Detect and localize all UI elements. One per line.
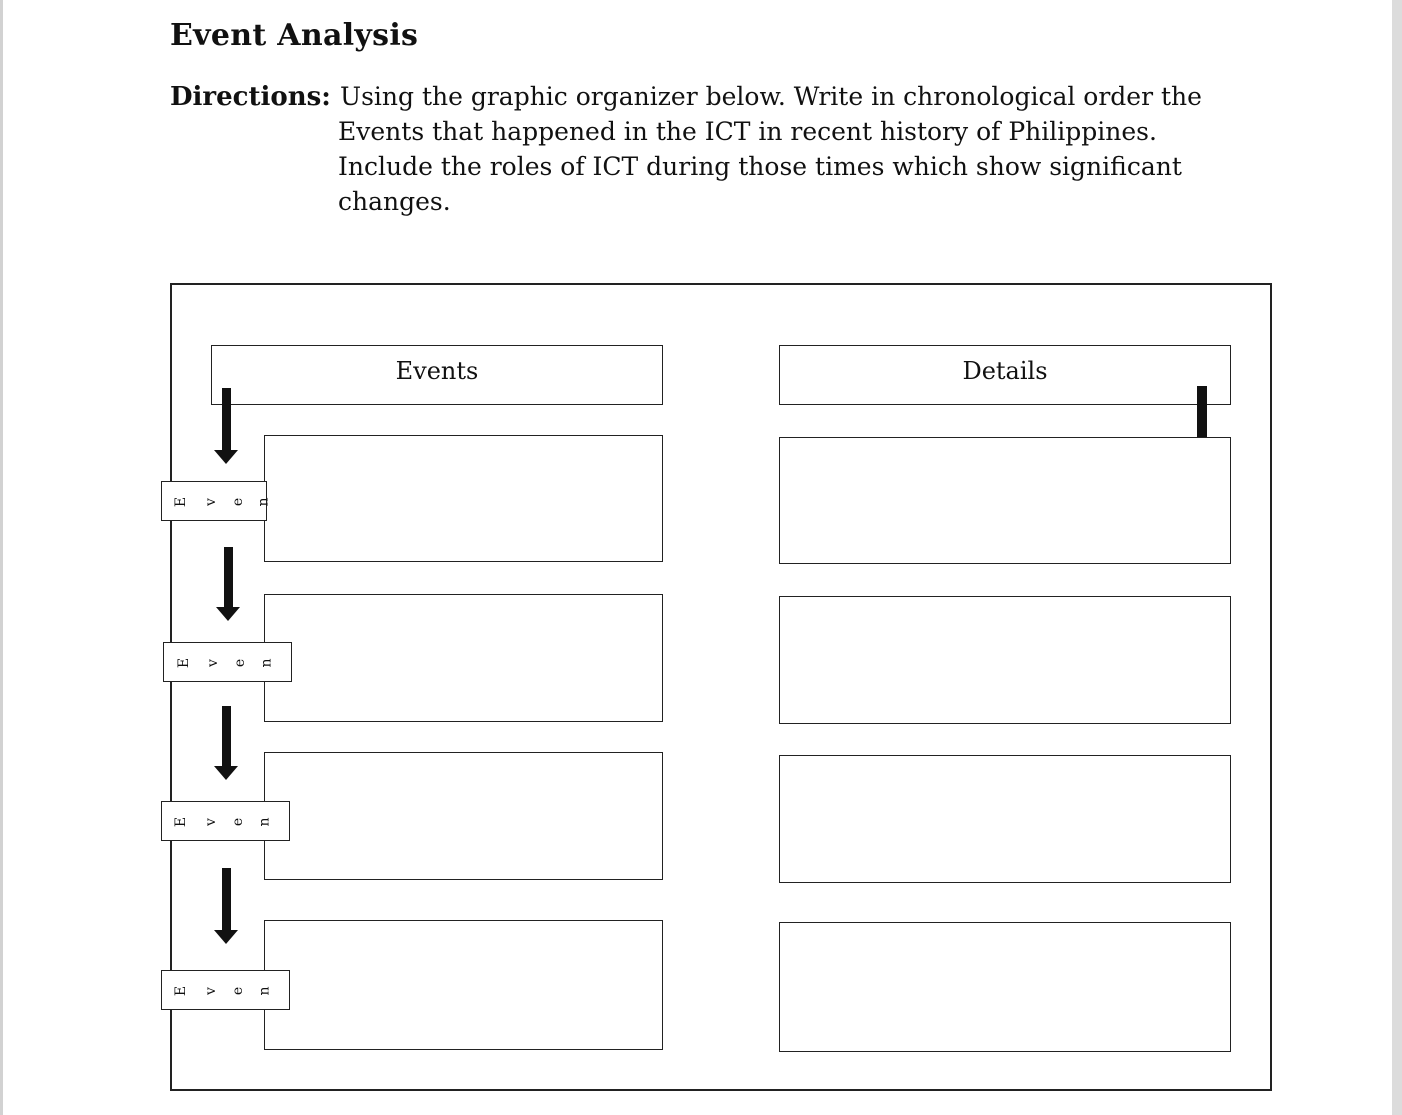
event-tag-letter: n xyxy=(258,658,275,668)
event-input-box[interactable] xyxy=(264,920,663,1050)
event-tag-letter: v xyxy=(204,659,221,667)
directions-line: Include the roles of ICT during those ti… xyxy=(338,152,1182,181)
details-connector xyxy=(1197,386,1207,438)
detail-input-box[interactable] xyxy=(779,922,1231,1052)
event-tag: E v e n xyxy=(163,642,292,682)
event-tag-letter: E xyxy=(173,985,190,997)
event-tag-letter: n xyxy=(256,986,273,996)
event-tag-letter: n xyxy=(256,817,273,827)
event-tag-letter: e xyxy=(230,497,247,507)
page-title: Event Analysis xyxy=(170,18,419,53)
event-tag: E v e n xyxy=(161,801,290,841)
event-tag-letter: e xyxy=(230,817,247,827)
event-input-box[interactable] xyxy=(264,594,663,722)
scrollbar-track[interactable] xyxy=(1392,0,1402,1115)
event-input-box[interactable] xyxy=(264,435,663,562)
event-tag: E v e n xyxy=(161,970,290,1010)
event-tag-letter: v xyxy=(202,987,219,995)
down-arrow-icon xyxy=(216,547,240,621)
event-tag-letter: v xyxy=(202,818,219,826)
event-tag-letter: e xyxy=(230,986,247,996)
event-tag-letter: v xyxy=(202,498,219,506)
graphic-organizer-frame xyxy=(170,283,1272,1091)
detail-input-box[interactable] xyxy=(779,755,1231,883)
event-tag-letter: E xyxy=(173,816,190,828)
event-input-box[interactable] xyxy=(264,752,663,880)
down-arrow-icon xyxy=(214,706,238,780)
details-header: Details xyxy=(779,345,1231,405)
down-arrow-icon xyxy=(214,868,238,944)
event-tag-letter: E xyxy=(173,496,190,508)
event-tag-letter: n xyxy=(255,497,272,507)
directions-line: Using the graphic organizer below. Write… xyxy=(340,82,1202,111)
event-tag: E v e n xyxy=(161,481,272,521)
event-tag-letter: e xyxy=(232,658,249,668)
events-header: Events xyxy=(211,345,663,405)
event-tag-letter: E xyxy=(176,657,193,669)
down-arrow-icon xyxy=(214,388,238,464)
detail-input-box[interactable] xyxy=(779,437,1231,564)
detail-input-box[interactable] xyxy=(779,596,1231,724)
directions-label: Directions: xyxy=(170,82,331,112)
directions-line: changes. xyxy=(338,187,451,216)
directions-line: Events that happened in the ICT in recen… xyxy=(338,117,1157,146)
page-edge xyxy=(0,0,3,1115)
